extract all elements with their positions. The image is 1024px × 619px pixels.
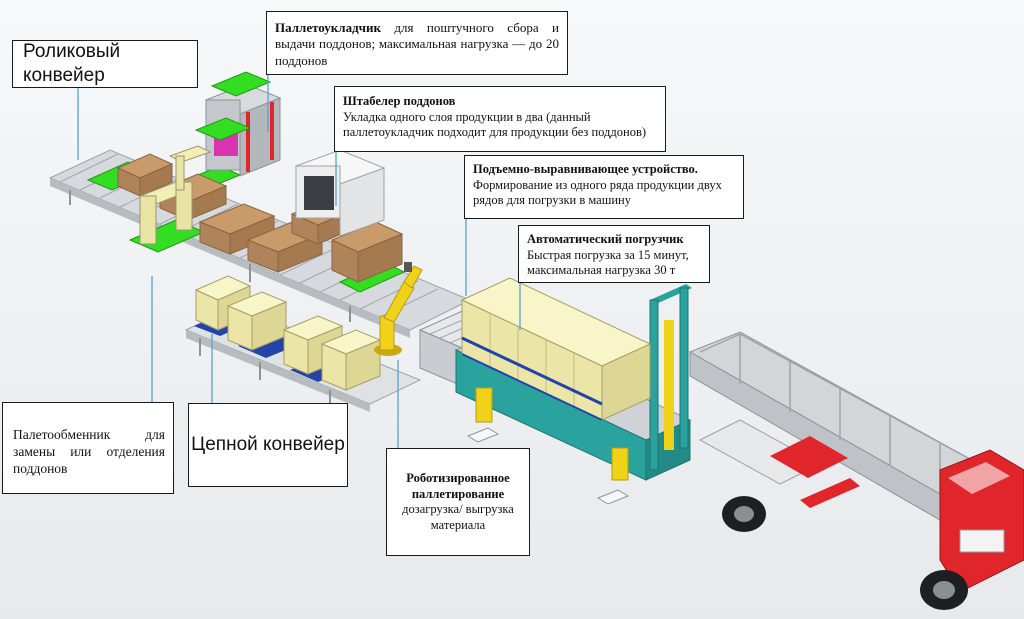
palletizer-tower: [194, 71, 282, 177]
beige-product-stacks-left: [194, 275, 382, 391]
robot-text: дозагрузка/ выгрузка материала: [402, 502, 514, 532]
auto-loader-text: Быстрая погрузка за 15 минут, максимальн…: [527, 247, 689, 278]
chain-conveyor-label: Цепной конвейер: [191, 434, 345, 456]
lift-align-title: Подъемно-выравнивающее устройство.: [473, 162, 698, 176]
palletizer-text: для поштучного сбора и выдачи поддонов; …: [275, 20, 559, 68]
leader-lines: [77, 75, 521, 448]
palletizer-title: Паллетоукладчик: [275, 20, 381, 35]
beige-product-rows-loader: [460, 277, 652, 421]
callout-pallet-exchanger: Палетообменник для замены или отделения …: [2, 402, 174, 494]
pallet-exchanger-machine: [138, 145, 212, 245]
lift-align-text: Формирование из одного ряда продукции дв…: [473, 177, 722, 208]
roller-conveyor-label: Роликовый конвейер: [23, 41, 121, 86]
callout-roller-conveyor: Роликовый конвейер: [12, 40, 198, 88]
stacker-title: Штабелер поддонов: [343, 94, 456, 108]
callout-chain-conveyor: Цепной конвейер: [188, 403, 348, 487]
stacker-text: Укладка одного слоя продукции в два (дан…: [343, 109, 647, 140]
callout-stacker: Штабелер поддонов Укладка одного слоя пр…: [334, 86, 666, 152]
callout-palletizer: Паллетоукладчик для поштучного сбора и в…: [266, 11, 568, 75]
pallet-exchanger-label: Палетообменник для замены или отделения …: [13, 427, 165, 476]
pallet-stacker-machine: [294, 149, 386, 237]
callout-auto-loader: Автоматический погрузчик Быстрая погрузк…: [518, 225, 710, 283]
auto-loader-title: Автоматический погрузчик: [527, 232, 684, 246]
robot-title: Роботизированное паллетирование: [406, 471, 510, 501]
callout-robot: Роботизированное паллетирование дозагруз…: [386, 448, 530, 556]
truck: [688, 331, 1024, 610]
palletizing-robot-arm: [374, 262, 423, 356]
callout-lift-align: Подъемно-выравнивающее устройство. Форми…: [464, 155, 744, 219]
